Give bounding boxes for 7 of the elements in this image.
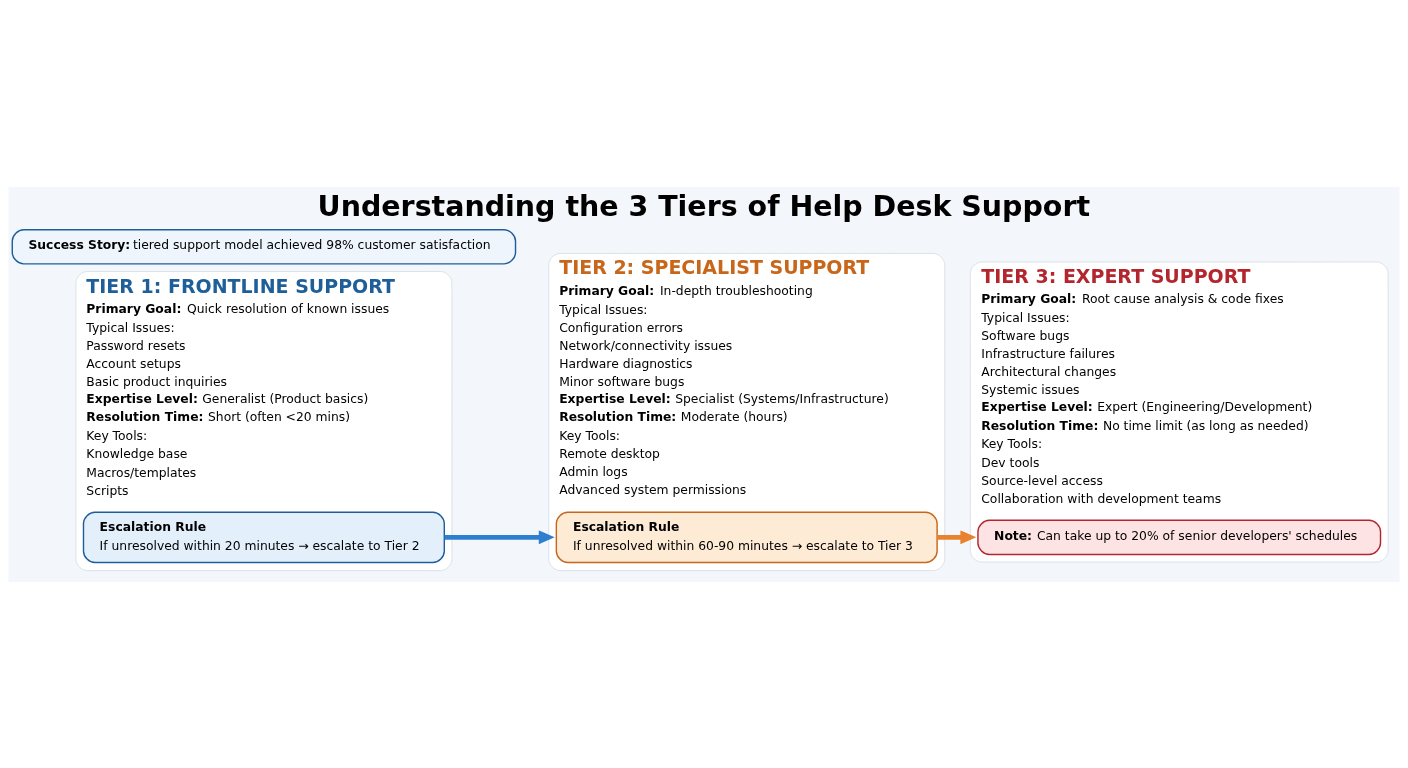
arrow	[444, 529, 555, 544]
node-box: Success Story: tiered support model achieved 98% customer satisfaction	[11, 228, 517, 265]
node-box: Note: Can take up to 20% of senior developers' schedules	[977, 519, 1382, 555]
arrow	[937, 529, 977, 544]
diagram-title: Understanding the 3 Tiers of Help Desk Support	[317, 189, 1091, 223]
node-box: Escalation Rule If unresolved within 20 minutes → escalate to Tier 2	[82, 511, 445, 563]
node-box: Escalation Rule If unresolved within 60-90 minutes → escalate to Tier 3	[555, 511, 938, 563]
